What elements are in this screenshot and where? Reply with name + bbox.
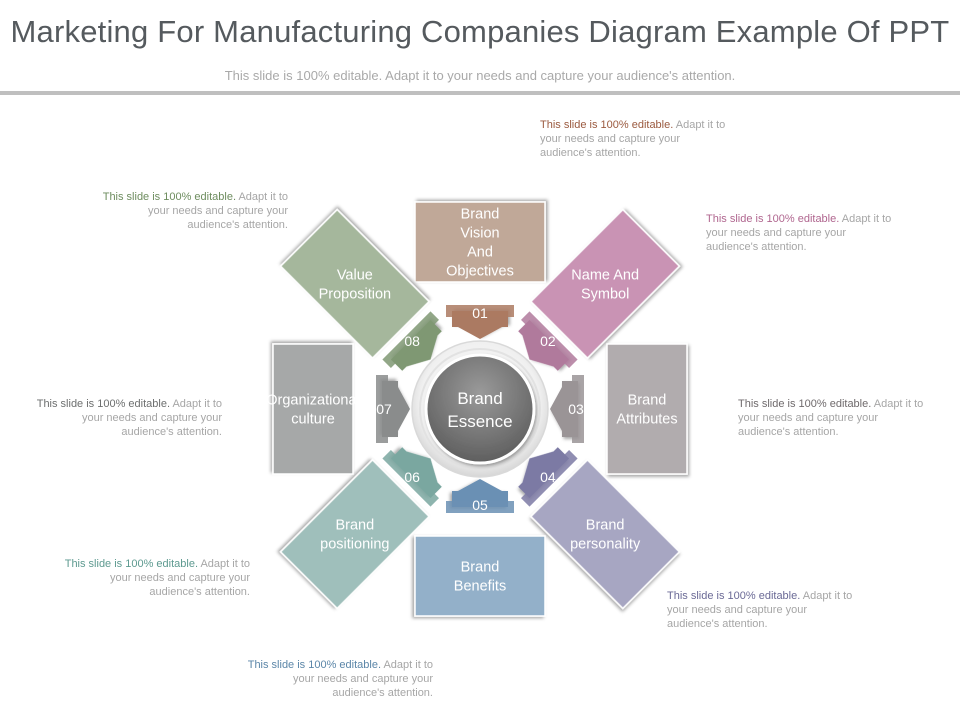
segment-tab (382, 381, 410, 437)
segment-tab-step (382, 450, 439, 507)
center-label-line1: Brand (457, 389, 502, 408)
page-title: Marketing For Manufacturing Companies Di… (10, 14, 950, 49)
note-body: Adapt it to your needs and capture your … (667, 590, 853, 630)
segment-tab-step (382, 311, 439, 368)
center-core (424, 353, 536, 465)
page-subtitle: This slide is 100% editable. Adapt it to… (224, 68, 736, 83)
segment-label-line: Benefits (454, 579, 506, 595)
note-brand-positioning: This slide is 100% editable. Adapt it to… (60, 557, 250, 599)
segment-number: 06 (404, 469, 420, 485)
segment-tab (390, 319, 442, 371)
segment-number: 05 (472, 497, 488, 513)
segment-box (529, 458, 681, 610)
segment-box (414, 535, 546, 617)
note-brand-attributes: This slide is 100% editable. Adapt it to… (738, 397, 928, 439)
note-highlight: This slide is 100% editable. (706, 213, 840, 225)
segment-label-line: Brand (628, 393, 667, 409)
center-inner-ring (419, 348, 541, 470)
segment-number: 03 (568, 401, 584, 417)
segment-tab-step (572, 375, 584, 443)
segment-box (606, 343, 688, 475)
segment-label-line: Proposition (319, 286, 392, 302)
note-highlight: This slide is 100% editable. (247, 659, 382, 671)
segment-box (279, 208, 431, 360)
segment-label-line: Organizational (266, 393, 360, 409)
segment-label-line: Attributes (616, 412, 677, 428)
segment-label-line: And (467, 245, 493, 261)
note-highlight: This slide is 100% editable. (36, 398, 171, 410)
segment-box (279, 458, 431, 610)
segment-tab (390, 447, 442, 499)
segment-label-line: Vision (460, 226, 499, 242)
center-label-line2: Essence (447, 412, 512, 431)
segment-box (529, 208, 681, 360)
note-highlight: This slide is 100% editable. (738, 398, 872, 410)
segment-label-line: culture (291, 412, 335, 428)
note-highlight: This slide is 100% editable. (64, 558, 199, 570)
segment-label-line: Objectives (446, 264, 514, 280)
note-highlight: This slide is 100% editable. (667, 590, 801, 602)
note-brand-benefits: This slide is 100% editable. Adapt it to… (243, 658, 433, 700)
segment-box (414, 201, 546, 283)
note-body: Adapt it to your needs and capture your … (81, 398, 222, 438)
title-divider (0, 91, 960, 95)
segment-number: 01 (472, 305, 488, 321)
segment-tab-step (521, 311, 578, 368)
note-body: Adapt it to your needs and capture your … (147, 191, 288, 231)
note-value-proposition: This slide is 100% editable. Adapt it to… (98, 190, 288, 232)
note-highlight: This slide is 100% editable. (102, 191, 237, 203)
segment-label-line: positioning (320, 537, 389, 553)
note-organizational-culture: This slide is 100% editable. Adapt it to… (32, 397, 222, 439)
segment-label-line: Value (337, 267, 373, 283)
segment-tab (518, 447, 570, 499)
segment-tab (452, 311, 508, 339)
segment-label-line: personality (570, 537, 641, 553)
note-brand-personality: This slide is 100% editable. Adapt it to… (667, 589, 857, 631)
segment-label-line: Brand (586, 518, 625, 534)
segment-number: 08 (404, 333, 420, 349)
note-highlight: This slide is 100% editable. (540, 119, 674, 131)
note-body: Adapt it to your needs and capture your … (540, 119, 726, 159)
segment-tab-step (521, 450, 578, 507)
segment-label-line: Brand (335, 518, 374, 534)
segment-tab-step (376, 375, 388, 443)
note-name-and-symbol: This slide is 100% editable. Adapt it to… (706, 212, 896, 254)
segment-tab-step (446, 305, 514, 317)
segment-number: 07 (376, 401, 392, 417)
segment-label-line: Symbol (581, 286, 629, 302)
segment-tab (550, 381, 578, 437)
note-brand-vision: This slide is 100% editable. Adapt it to… (540, 118, 730, 160)
note-body: Adapt it to your needs and capture your … (738, 398, 924, 438)
note-body: Adapt it to your needs and capture your … (706, 213, 892, 253)
segment-tab-step (446, 501, 514, 513)
segment-label-line: Brand (461, 207, 500, 223)
segment-tab (452, 479, 508, 507)
note-body: Adapt it to your needs and capture your … (292, 659, 433, 699)
note-body: Adapt it to your needs and capture your … (109, 558, 250, 598)
segment-number: 02 (540, 333, 556, 349)
segment-organizational-culture: 07 Organizational culture (266, 343, 410, 475)
segment-tab (518, 319, 570, 371)
segment-number: 04 (540, 469, 556, 485)
segment-label-line: Brand (461, 560, 500, 576)
segment-box (272, 343, 354, 475)
segment-label-line: Name And (571, 267, 639, 283)
